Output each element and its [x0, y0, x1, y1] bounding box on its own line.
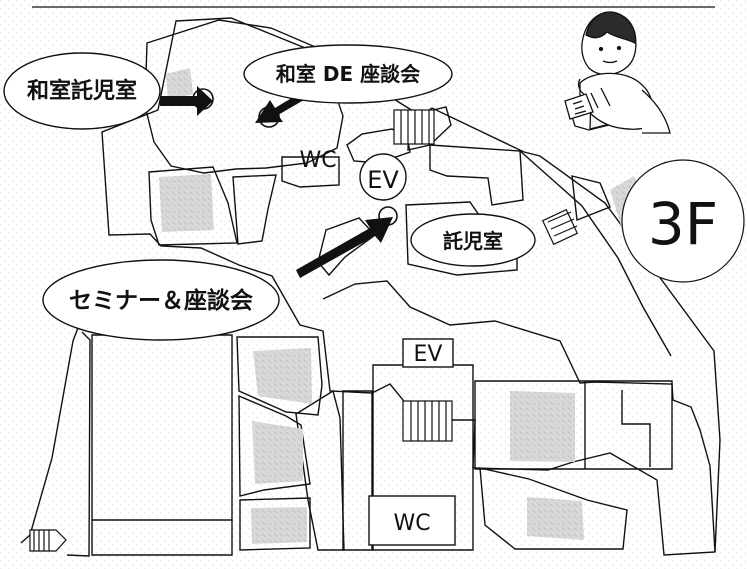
washitsu-de-zadankai-label: 和室 DE 座談会 — [276, 62, 420, 86]
floor-label: 3F — [648, 190, 718, 258]
childcare-label: 託児室 — [443, 229, 503, 253]
elevator-upper-label: EV — [367, 166, 399, 194]
restroom-upper-label: WC — [299, 148, 336, 173]
washitsu-de-zadankai-callout: 和室 DE 座談会 — [243, 44, 453, 104]
stairs-left-bottom — [29, 529, 67, 552]
elevator-lower-label: EV — [414, 342, 443, 367]
childcare-callout: 託児室 — [410, 213, 536, 267]
stairs-right — [541, 208, 579, 246]
washitsu-childcare-callout: 和室託児室 — [3, 52, 161, 130]
elevator-upper-marker: EV — [359, 153, 407, 201]
study-person-icon — [564, 11, 671, 134]
stairs-center — [402, 400, 453, 442]
restroom-upper-marker: WC — [299, 148, 336, 173]
floor-badge: 3F — [621, 159, 745, 283]
arrow-seminar-zadankai — [296, 217, 393, 278]
stairs-upper — [393, 109, 435, 145]
seminar-zadankai-callout: セミナー＆座談会 — [42, 259, 280, 341]
elevator-lower-marker: EV — [402, 338, 454, 368]
restroom-lower-label: WC — [393, 511, 430, 536]
gray-rooms — [159, 68, 650, 544]
washitsu-childcare-label: 和室託児室 — [27, 78, 137, 104]
restroom-lower-marker: WC — [368, 495, 456, 546]
arrow-washitsu-childcare — [160, 86, 213, 116]
seminar-zadankai-label: セミナー＆座談会 — [69, 287, 253, 314]
